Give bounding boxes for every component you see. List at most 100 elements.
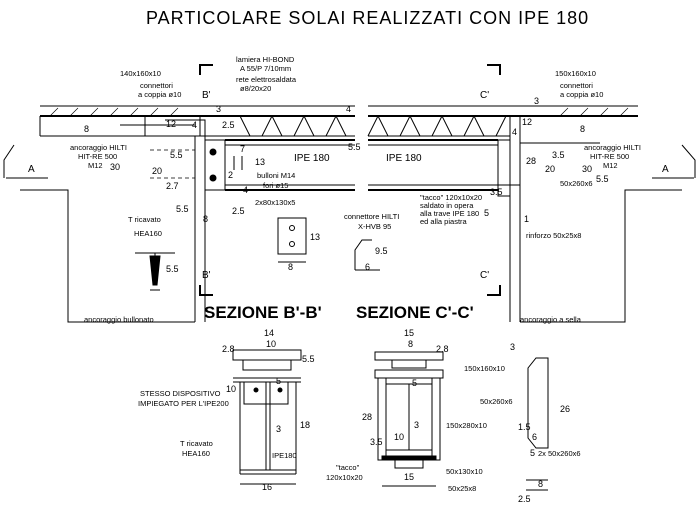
svg-text:2.8: 2.8 xyxy=(436,344,449,354)
label-connettore-2: X-HVB 95 xyxy=(358,222,391,231)
svg-text:2.5: 2.5 xyxy=(232,206,245,216)
left-upper-section: A B' B' xyxy=(3,64,355,323)
label-connettore: connettore HILTI xyxy=(344,212,399,221)
label-connectors-left-2: a coppia ø10 xyxy=(138,90,181,99)
svg-text:3: 3 xyxy=(216,104,221,114)
section-marker-c-bottom: C' xyxy=(480,270,489,281)
svg-text:5: 5 xyxy=(276,376,281,386)
label-tacco-2: saldato in opera xyxy=(420,201,474,210)
svg-text:3: 3 xyxy=(534,96,539,106)
svg-text:2.7: 2.7 xyxy=(166,181,179,191)
svg-text:6: 6 xyxy=(365,262,370,272)
svg-text:3.5: 3.5 xyxy=(370,437,383,447)
svg-text:4: 4 xyxy=(512,127,517,137)
label-connectors-right: connettori xyxy=(560,81,593,90)
svg-text:5.5: 5.5 xyxy=(176,204,189,214)
label-ancor-right: ancoraggio HILTI xyxy=(584,143,641,152)
label-c-plate2: 50x260x6 xyxy=(480,397,513,406)
svg-text:13: 13 xyxy=(310,232,320,242)
svg-text:28: 28 xyxy=(526,156,536,166)
label-ancor-left-3: M12 xyxy=(88,161,103,170)
label-angle: 2x80x130x5 xyxy=(255,198,295,207)
section-title-c: SEZIONE C'-C' xyxy=(356,303,474,322)
label-ancor-sella: ancoraggio a sella xyxy=(520,315,582,324)
label-c-plate3: 150x280x10 xyxy=(446,421,487,430)
svg-text:10: 10 xyxy=(394,432,404,442)
section-marker-b-bottom: B' xyxy=(202,270,211,281)
svg-text:6: 6 xyxy=(532,432,537,442)
svg-text:16: 16 xyxy=(262,482,272,492)
svg-text:3: 3 xyxy=(276,424,281,434)
svg-text:8: 8 xyxy=(580,124,585,134)
svg-text:5.5: 5.5 xyxy=(166,264,179,274)
label-plate-right: 150x160x10 xyxy=(555,69,596,78)
svg-text:2.5: 2.5 xyxy=(518,494,531,504)
label-t-ric-b: T ricavato xyxy=(180,439,213,448)
svg-text:5: 5 xyxy=(412,378,417,388)
svg-text:4: 4 xyxy=(243,185,248,195)
svg-text:13: 13 xyxy=(255,157,265,167)
label-t-ricavato: T ricavato xyxy=(128,215,161,224)
svg-text:10: 10 xyxy=(226,384,236,394)
label-tacco-4: ed alla piastra xyxy=(420,217,468,226)
section-c-drawing: 150x160x10 50x260x6 150x280x10 "tacco" 1… xyxy=(326,328,581,504)
label-c-plate1: 150x160x10 xyxy=(464,364,505,373)
svg-text:7: 7 xyxy=(240,144,245,154)
svg-text:15: 15 xyxy=(404,472,414,482)
svg-text:4: 4 xyxy=(346,104,351,114)
svg-text:20: 20 xyxy=(545,164,555,174)
svg-text:3: 3 xyxy=(414,420,419,430)
svg-text:30: 30 xyxy=(582,164,592,174)
section-marker-a-left: A xyxy=(28,164,35,175)
svg-text:5.5: 5.5 xyxy=(170,150,183,160)
svg-text:5.5: 5.5 xyxy=(302,354,315,364)
label-stesso-2: IMPIEGATO PER L'IPE200 xyxy=(138,399,229,408)
svg-text:5.5: 5.5 xyxy=(348,142,361,152)
svg-text:5: 5 xyxy=(530,448,535,458)
svg-text:2: 2 xyxy=(228,170,233,180)
svg-text:3.5: 3.5 xyxy=(552,150,565,160)
label-ancor-right-3: M12 xyxy=(603,161,618,170)
upper-dimensions: 12 4 8 2.5 3 5.5 30 20 2.7 7 2 13 4 5.5 … xyxy=(84,96,609,274)
svg-text:3.5: 3.5 xyxy=(490,187,503,197)
svg-text:2.8: 2.8 xyxy=(222,344,235,354)
right-upper-section: A C' C' xyxy=(354,64,696,323)
svg-text:8: 8 xyxy=(288,262,293,272)
svg-text:9.5: 9.5 xyxy=(375,246,388,256)
label-lamiera-2: A 55/P 7/10mm xyxy=(240,64,291,73)
label-ancor-left-2: HIT-RE 500 xyxy=(78,152,117,161)
label-ancor-left: ancoraggio HILTI xyxy=(70,143,127,152)
label-plate-left: 140x160x10 xyxy=(120,69,161,78)
label-tacco: "tacco" 120x10x20 xyxy=(420,193,482,202)
svg-text:30: 30 xyxy=(110,162,120,172)
label-c-plate5: 50x25x8 xyxy=(448,484,476,493)
label-ancor-right-2: HIT-RE 500 xyxy=(590,152,629,161)
label-hea: HEA160 xyxy=(134,229,162,238)
label-fori: fori ø15 xyxy=(263,181,288,190)
svg-text:4: 4 xyxy=(192,120,197,130)
label-ipe-left: IPE 180 xyxy=(294,153,330,164)
label-ipe-right: IPE 180 xyxy=(386,153,422,164)
section-marker-c-top: C' xyxy=(480,90,489,101)
svg-text:8: 8 xyxy=(84,124,89,134)
section-title-b: SEZIONE B'-B' xyxy=(204,303,322,322)
svg-text:18: 18 xyxy=(300,420,310,430)
svg-text:28: 28 xyxy=(362,412,372,422)
svg-text:3: 3 xyxy=(510,342,515,352)
svg-text:12: 12 xyxy=(166,119,176,129)
section-marker-b-top: B' xyxy=(202,90,211,101)
label-hea-b: HEA160 xyxy=(182,449,210,458)
label-rete: rete elettrosaldata xyxy=(236,75,297,84)
label-stesso: STESSO DISPOSITIVO xyxy=(140,389,221,398)
label-bulloni: bulloni M14 xyxy=(257,171,295,180)
label-ipe180-b: IPE180 xyxy=(272,451,297,460)
drawing-title: PARTICOLARE SOLAI REALIZZATI CON IPE 180 xyxy=(146,8,589,28)
svg-text:8: 8 xyxy=(408,339,413,349)
svg-text:8: 8 xyxy=(538,479,543,489)
upper-labels: 140x160x10 connettori a coppia ø10 lamie… xyxy=(70,55,641,324)
label-c-tacco-2: 120x10x20 xyxy=(326,473,363,482)
label-c-plate4: 50x130x10 xyxy=(446,467,483,476)
label-c-tacco: "tacco" xyxy=(336,463,360,472)
svg-text:5.5: 5.5 xyxy=(596,174,609,184)
